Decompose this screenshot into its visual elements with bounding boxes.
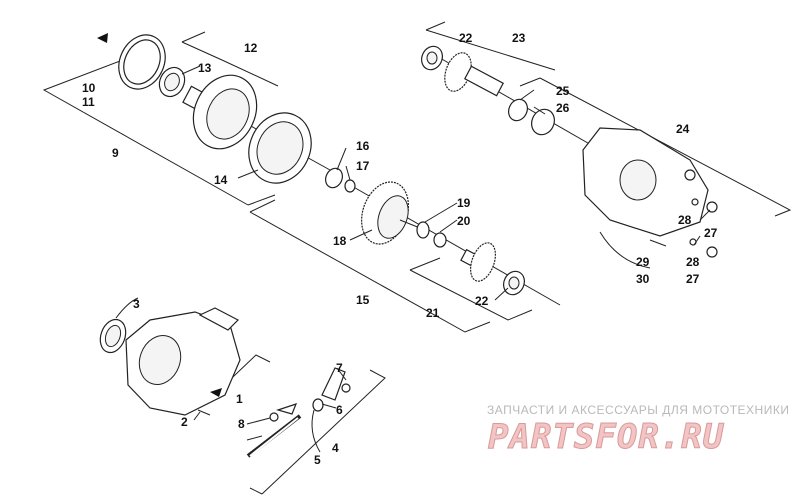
arrow-icon [210,388,222,397]
clutch-drum-part [248,112,312,184]
part-label-26: 26 [556,101,570,115]
part-label-7: 7 [336,361,343,375]
part-label-25: 25 [556,84,570,98]
arrow-icon [97,33,108,43]
seal-part [99,318,127,354]
part-label-21: 21 [426,306,440,320]
part-label-1: 1 [236,392,243,406]
bearing-part [158,66,186,98]
bearing-part [503,270,525,296]
part-label-12: 12 [244,41,258,55]
snap-ring-part [118,34,166,90]
part-label-30: 30 [636,272,650,286]
bracket-group-21 [409,257,533,321]
clip-part [269,412,279,422]
bracket-group-15 [249,199,491,333]
part-label-22-lower: 22 [475,294,489,308]
output-shaft-part [444,52,504,97]
part-label-8: 8 [238,417,245,431]
nut-part [706,201,718,213]
part-label-28-lower: 28 [686,255,700,269]
part-label-15: 15 [356,293,370,307]
part-label-22-upper: 22 [459,31,473,45]
clutch-housing-part [182,74,258,150]
pin-part [197,409,211,416]
part-label-4: 4 [332,441,339,455]
washer-part [433,232,447,248]
bracket-group-12 [181,31,279,87]
part-label-17: 17 [356,159,370,173]
washer-part [416,221,430,239]
part-label-27-upper: 27 [704,226,718,240]
shift-lever-part [321,367,346,401]
part-label-23: 23 [512,31,526,45]
bracket-group-23 [425,21,556,71]
ring-part [344,179,356,193]
bearing-part [421,45,443,71]
gear-part [361,181,421,245]
gearcase-housing-part [125,307,241,416]
part-label-11: 11 [82,95,95,109]
leader-lines [115,65,711,453]
watermark-logo: PARTSFOR.RU [488,417,725,457]
gearcase-cover-part [582,127,709,237]
part-label-29: 29 [636,255,650,269]
leader-line [599,231,651,269]
oring-part [312,398,324,412]
part-label-6: 6 [336,403,343,417]
bolt-part [649,239,667,247]
bracket-group-4 [249,369,386,495]
part-label-16: 16 [356,139,370,153]
bracket-group-24 [519,77,792,217]
seal-part [508,98,528,122]
washer-part [691,198,699,206]
shift-shaft-part [246,403,302,458]
part-label-20: 20 [457,214,471,228]
bracket-group-9 [42,57,276,206]
bearing-part [325,167,343,189]
nut-part [341,383,351,393]
part-label-3: 3 [133,297,140,311]
part-label-13: 13 [198,61,212,75]
part-label-28-upper: 28 [678,213,692,227]
part-label-10: 10 [82,81,96,95]
part-label-9: 9 [112,146,119,160]
part-label-5: 5 [314,453,321,467]
part-label-24: 24 [676,122,690,136]
gear-shaft-part [460,242,496,282]
part-label-2: 2 [181,415,188,429]
part-label-19: 19 [457,196,471,210]
part-label-27-lower: 27 [686,272,700,286]
nut-part [706,246,718,258]
part-label-18: 18 [333,234,347,248]
watermark-caption: ЗАПЧАСТИ И АКСЕССУАРЫ ДЛЯ МОТОТЕХНИКИ [487,403,789,417]
bearing-part [531,108,555,136]
part-label-14: 14 [214,173,228,187]
